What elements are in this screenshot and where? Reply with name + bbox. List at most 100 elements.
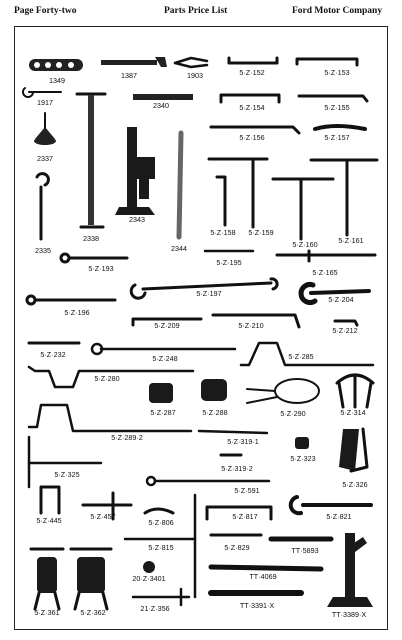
tool-5z155-image bbox=[297, 94, 369, 103]
part-label: TT·3391·X bbox=[239, 601, 275, 610]
part-label: 5·Z·806 bbox=[148, 518, 174, 527]
tool-5z817-image bbox=[205, 505, 273, 521]
part-label: 1917 bbox=[37, 98, 53, 107]
part-label: 1387 bbox=[121, 71, 137, 80]
tool-5z280-image bbox=[27, 365, 195, 389]
tool-5z158-161-image bbox=[207, 157, 379, 241]
part-label: 1349 bbox=[49, 76, 65, 85]
part-label: 5·Z·287 bbox=[150, 408, 176, 417]
tool-5z362-image bbox=[69, 547, 113, 611]
part-label: 5·Z·195 bbox=[216, 258, 242, 267]
tool-5z152-image bbox=[227, 56, 279, 65]
part-label: 5·Z·280 bbox=[94, 374, 120, 383]
part-label: 5·Z·457 bbox=[90, 512, 116, 521]
tool-5z287-image bbox=[149, 383, 173, 403]
part-label: 2344 bbox=[171, 244, 187, 253]
tool-5z815-image bbox=[123, 493, 197, 599]
part-label: 5·Z·248 bbox=[152, 354, 178, 363]
part-label: 2338 bbox=[83, 234, 99, 243]
part-label: 5·Z·288 bbox=[202, 408, 228, 417]
tool-5z165-image bbox=[275, 249, 377, 263]
part-label: 5·Z·817 bbox=[232, 512, 258, 521]
part-label: 5·Z·285 bbox=[288, 352, 314, 361]
tool-5z591-image bbox=[145, 475, 271, 487]
tool-5z157-image bbox=[313, 124, 367, 131]
part-label: 5·Z·815 bbox=[148, 543, 174, 552]
part-label: TT·3389·X bbox=[331, 610, 367, 619]
tool-5z361-image bbox=[29, 547, 65, 611]
tool-5z209-image bbox=[131, 317, 203, 327]
tool-1387-image bbox=[101, 57, 167, 67]
tool-5z212-image bbox=[333, 319, 359, 327]
tool-1903-image bbox=[173, 56, 209, 69]
part-label: 20·Z·3401 bbox=[132, 574, 166, 583]
part-label: 5·Z·232 bbox=[40, 350, 66, 359]
tool-5z156-image bbox=[209, 125, 301, 135]
tool-2343-image bbox=[115, 127, 155, 215]
tool-5z289-2-image bbox=[27, 403, 193, 433]
tool-2335-image bbox=[35, 172, 50, 241]
tool-21z356-image bbox=[131, 587, 191, 607]
part-label: 5·Z·153 bbox=[324, 68, 350, 77]
part-label: 2343 bbox=[129, 215, 145, 224]
tool-5z153-image bbox=[295, 57, 359, 67]
tool-2344-image bbox=[176, 130, 184, 240]
part-label: 5·Z·314 bbox=[340, 408, 366, 417]
tool-20z3401-image bbox=[143, 561, 155, 573]
tool-5z325-image bbox=[27, 435, 103, 489]
tool-5z457-image bbox=[81, 491, 133, 521]
tool-1917-image bbox=[22, 87, 62, 98]
part-label: 5·Z·326 bbox=[342, 480, 368, 489]
tool-5z193-image bbox=[59, 252, 129, 264]
tool-tt4069-image bbox=[208, 564, 324, 572]
part-label: 5·Z·319·1 bbox=[227, 437, 259, 446]
part-label: 1903 bbox=[187, 71, 203, 80]
part-label: 5·Z·160 bbox=[292, 240, 318, 249]
part-label: 5·Z·152 bbox=[239, 68, 265, 77]
part-label: 5·Z·591 bbox=[234, 486, 260, 495]
tool-5z806-image bbox=[143, 507, 175, 515]
tool-5z204-image bbox=[298, 282, 371, 305]
part-label: 5·Z·156 bbox=[239, 133, 265, 142]
part-label: 5·Z·323 bbox=[290, 454, 316, 463]
part-label: 5·Z·289·2 bbox=[111, 433, 143, 442]
tool-5z197-image bbox=[129, 277, 279, 300]
tool-5z248-image bbox=[90, 342, 237, 356]
part-label: 5·Z·155 bbox=[324, 103, 350, 112]
part-label: 2337 bbox=[37, 154, 53, 163]
part-label: 5·Z·196 bbox=[64, 308, 90, 317]
company-name: Ford Motor Company bbox=[292, 6, 383, 16]
part-label: 2340 bbox=[153, 101, 169, 110]
tool-5z445-image bbox=[39, 485, 61, 515]
tool-5z288-image bbox=[201, 379, 227, 401]
tool-5z290-image bbox=[246, 378, 320, 404]
part-label: TT·5893 bbox=[291, 546, 319, 555]
part-label: 5·Z·445 bbox=[36, 516, 62, 525]
part-label: TT·4069 bbox=[249, 572, 277, 581]
parts-catalog-plate: 1349 1387 1903 5·Z·152 5·Z·153 1917 2340… bbox=[14, 26, 388, 630]
part-label: 5·Z·165 bbox=[312, 268, 338, 277]
part-label: 5·Z·209 bbox=[154, 321, 180, 330]
tool-illustrations bbox=[22, 56, 379, 611]
tool-5z285-image bbox=[239, 341, 375, 367]
part-label: 2335 bbox=[35, 246, 51, 255]
part-label: 5·Z·821 bbox=[326, 512, 352, 521]
part-label: 5·Z·193 bbox=[88, 264, 114, 273]
tool-5z319-1-image bbox=[197, 429, 269, 435]
part-label: 5·Z·361 bbox=[34, 608, 60, 617]
part-label: 5·Z·362 bbox=[80, 608, 106, 617]
part-label: 21·Z·356 bbox=[140, 604, 170, 613]
tool-2340-image bbox=[133, 94, 193, 100]
part-label: 5·Z·197 bbox=[196, 289, 222, 298]
part-label: 5·Z·161 bbox=[338, 236, 364, 245]
tool-5z154-image bbox=[219, 93, 281, 104]
tool-tt3389x-image bbox=[327, 533, 373, 607]
page-number: Page Forty-two bbox=[14, 6, 77, 16]
part-label: 5·Z·290 bbox=[280, 409, 306, 418]
tool-5z323-image bbox=[295, 437, 309, 449]
tool-2338-image bbox=[75, 92, 107, 229]
part-label: 5·Z·154 bbox=[239, 103, 265, 112]
part-label: 5·Z·159 bbox=[248, 228, 274, 237]
part-label: 5·Z·157 bbox=[324, 133, 350, 142]
part-label: 5·Z·204 bbox=[328, 295, 354, 304]
